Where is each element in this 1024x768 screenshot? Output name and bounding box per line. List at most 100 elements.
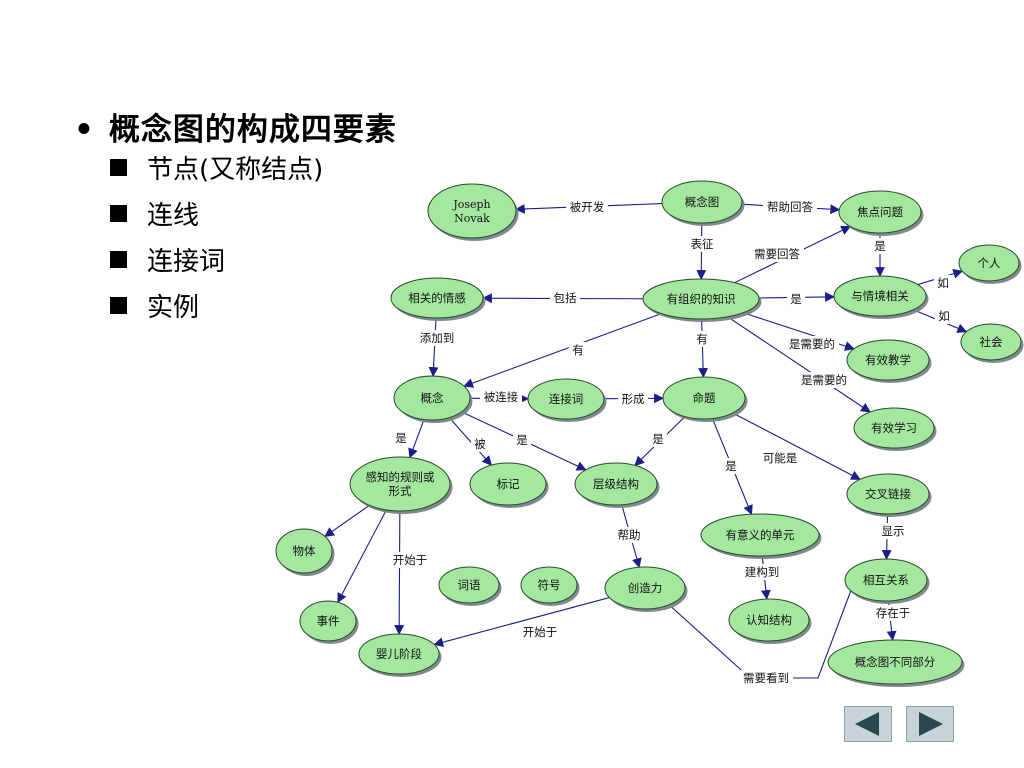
- link-label-background: [763, 199, 817, 215]
- node-cross-link: 交叉链接: [846, 473, 932, 517]
- link-label: 是: [395, 431, 407, 445]
- link-label: 是: [725, 459, 737, 473]
- square-bullet-icon: [110, 159, 127, 176]
- node-society: 社会: [960, 323, 1024, 363]
- link-label-background: [871, 238, 889, 254]
- link-label: 被开发: [570, 200, 605, 214]
- link-label-background: [569, 342, 587, 358]
- node-label: Novak: [454, 212, 490, 225]
- node-label: 连接词: [549, 392, 584, 406]
- node-ellipse: [846, 339, 930, 381]
- node-interrelation: 相互关系: [844, 558, 930, 604]
- node-label: 命题: [693, 391, 716, 405]
- node-concept: 概念: [393, 375, 473, 423]
- link-label-background: [878, 523, 908, 539]
- link-label-background: [618, 391, 648, 407]
- node-ellipse: [390, 277, 484, 319]
- link-label-background: [750, 246, 804, 262]
- node-ellipse: [958, 244, 1020, 282]
- node-focus-question: 焦点问题: [838, 190, 924, 236]
- link-label: 显示: [882, 524, 905, 538]
- node-label: 物体: [293, 544, 316, 558]
- node-label: 相关的情感: [408, 291, 466, 305]
- link-label-background: [759, 450, 801, 466]
- link-label-background: [785, 336, 839, 352]
- node-ellipse: [838, 190, 922, 234]
- link-labels-layer: 被开发帮助回答表征需要回答是如如包括是是需要的是需要的有有添加到被连接形成是被是…: [389, 199, 953, 686]
- node-ellipse: [358, 633, 440, 675]
- node-label: 有组织的知识: [667, 292, 736, 306]
- node-ellipse: [846, 473, 930, 515]
- bullet-item-linking-words: 连接词: [110, 242, 225, 282]
- link-label: 包括: [554, 291, 577, 305]
- link-organized_knowledge-to-concept: [463, 313, 662, 388]
- node-meaningful-unit: 有意义的单元: [700, 513, 822, 559]
- node-label: 概念: [421, 391, 444, 405]
- node-ellipse: [527, 378, 605, 420]
- node-ellipse: [574, 462, 658, 506]
- slide-title: •概念图的构成四要素: [74, 104, 397, 149]
- node-ellipse: [833, 275, 927, 317]
- node-label: 焦点问题: [857, 205, 903, 219]
- link-label-background: [741, 564, 783, 580]
- node-ellipse: [275, 528, 333, 574]
- node-organized-knowledge: 有组织的知识: [642, 278, 762, 322]
- node-ellipse: [960, 323, 1022, 361]
- node-ellipse: [393, 375, 471, 421]
- bullet-item-links: 连线: [110, 196, 199, 236]
- node-proposition: 命题: [662, 376, 748, 422]
- link-label-background: [797, 372, 851, 388]
- node-ellipse: [520, 566, 578, 604]
- link-label: 是: [516, 433, 528, 447]
- node-label: 层级结构: [593, 477, 639, 491]
- link-label-background: [550, 290, 580, 306]
- bullet-item-nodes: 节点(又称结点): [110, 150, 323, 190]
- link-label: 是需要的: [801, 373, 847, 387]
- node-ellipse: [662, 376, 746, 420]
- node-label: 个人: [978, 256, 1001, 270]
- link-label-background: [649, 431, 667, 447]
- node-label: 形式: [389, 484, 412, 498]
- node-ellipse: [700, 513, 820, 557]
- link-label: 帮助回答: [767, 200, 813, 214]
- node-label: 有效教学: [865, 353, 911, 367]
- bullet-text: 连线: [147, 201, 200, 231]
- node-creativity: 创造力: [604, 566, 688, 612]
- link-label: 是: [652, 432, 664, 446]
- link-perceived_regularity-to-object: [324, 504, 370, 537]
- link-label-background: [693, 331, 711, 347]
- square-bullet-icon: [110, 251, 127, 268]
- node-effective-teaching: 有效教学: [846, 339, 932, 383]
- link-label-background: [513, 432, 531, 448]
- node-label: 认知结构: [746, 613, 792, 627]
- node-individual: 个人: [958, 244, 1022, 284]
- node-label: 标记: [497, 477, 520, 491]
- node-hierarchy: 层级结构: [574, 462, 660, 508]
- node-linking-word: 连接词: [527, 378, 607, 422]
- link-label: 如: [938, 309, 950, 323]
- triangle-left-icon: [855, 712, 879, 736]
- link-label: 被: [474, 437, 486, 451]
- bullet-text: 实例: [147, 293, 200, 323]
- next-slide-button[interactable]: [906, 706, 954, 742]
- link-label: 添加到: [420, 331, 455, 345]
- link-label-background: [872, 605, 914, 621]
- link-label: 需要看到: [743, 671, 789, 685]
- link-perceived_regularity-to-event: [337, 509, 387, 604]
- node-ellipse: [299, 600, 357, 642]
- link-label: 存在于: [876, 606, 911, 620]
- nodes-layer: JosephNovak概念图焦点问题个人相关的情感有组织的知识与情境相关社会有效…: [275, 180, 1024, 687]
- node-ellipse: [604, 566, 686, 610]
- link-label: 需要回答: [754, 247, 800, 261]
- node-ellipse: [728, 598, 810, 642]
- node-ellipse: [469, 462, 547, 506]
- node-label: 词语: [458, 578, 481, 592]
- node-concept-map-parts: 概念图不同部分: [827, 639, 965, 687]
- link-proposition-to-cross_link: [732, 412, 861, 480]
- prev-slide-button[interactable]: [844, 706, 892, 742]
- link-label-background: [392, 430, 410, 446]
- node-infancy: 婴儿阶段: [358, 633, 442, 677]
